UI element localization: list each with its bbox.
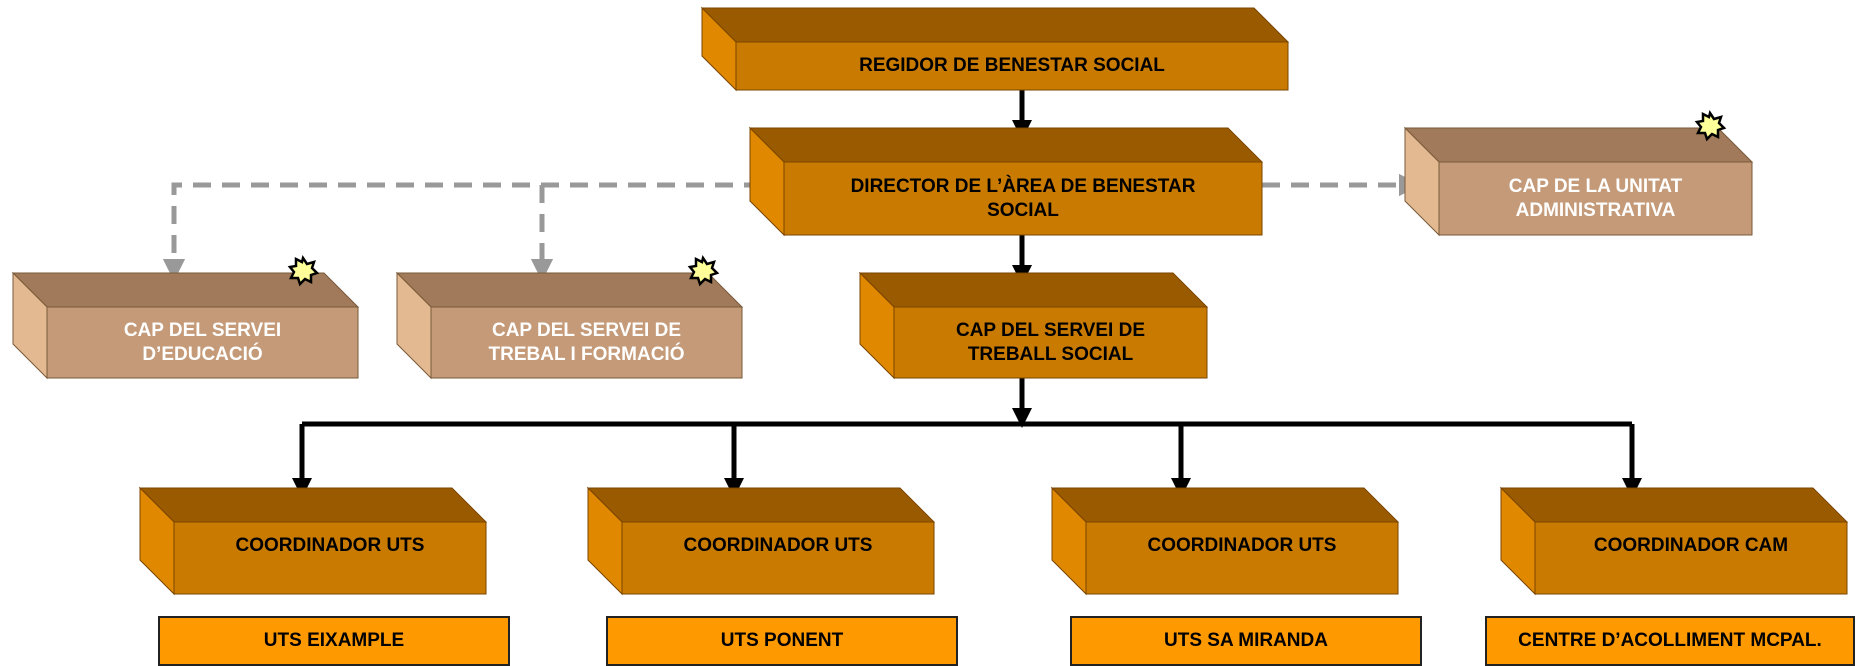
- connectors: [162, 90, 1642, 498]
- label-cap-treball-formacio: CAP DEL SERVEI DE TREBAL I FORMACIÓ: [431, 307, 742, 378]
- label-cap-educacio-line2: D’EDUCACIÓ: [142, 343, 263, 365]
- label-director-line2: SOCIAL: [987, 199, 1059, 221]
- unit-box-centre-acolliment: CENTRE D’ACOLLIMENT MCPAL.: [1485, 616, 1855, 666]
- dashed-connector-left: [162, 182, 762, 282]
- box-cap-unitat: [1403, 126, 1754, 237]
- box-coord-2: [586, 486, 936, 596]
- unit-box-uts-sa-miranda: UTS SA MIRANDA: [1070, 616, 1422, 666]
- label-cap-unitat: CAP DE LA UNITAT ADMINISTRATIVA: [1439, 162, 1752, 235]
- label-coord-1: COORDINADOR UTS: [235, 535, 425, 556]
- box-director: [748, 126, 1264, 237]
- label-cap-unitat-line1: CAP DE LA UNITAT: [1508, 175, 1683, 197]
- label-cap-treball-social-line1: CAP DEL SERVEI DE: [955, 319, 1145, 341]
- label-cap-unitat-line2: ADMINISTRATIVA: [1515, 199, 1676, 221]
- box-coord-3: [1050, 486, 1400, 596]
- unit-box-uts-eixample: UTS EIXAMPLE: [158, 616, 510, 666]
- box-coord-4: [1499, 486, 1849, 596]
- label-cap-treball-formacio-line2: TREBAL I FORMACIÓ: [488, 343, 685, 365]
- box-cap-treball-formacio: [395, 271, 744, 380]
- box-coord-1: [138, 486, 488, 596]
- label-cap-treball-social: CAP DEL SERVEI DE TREBALL SOCIAL: [894, 307, 1207, 378]
- box-cap-treball-social: [858, 271, 1209, 380]
- star-icon-cap-treball-formacio: [687, 254, 720, 287]
- star-icon-cap-unitat: [1694, 109, 1727, 142]
- unit-box-uts-ponent: UTS PONENT: [606, 616, 958, 666]
- star-icon-cap-educacio: [287, 254, 320, 287]
- label-cap-educacio-line1: CAP DEL SERVEI: [123, 319, 282, 341]
- label-director-line1: DIRECTOR DE L’ÀREA DE BENESTAR: [850, 175, 1196, 197]
- box-regidor: [700, 6, 1290, 92]
- label-cap-treball-formacio-line1: CAP DEL SERVEI DE: [491, 319, 681, 341]
- label-coord-4: COORDINADOR CAM: [1593, 535, 1789, 556]
- label-regidor: REGIDOR DE BENESTAR SOCIAL: [859, 55, 1165, 76]
- label-coord-3: COORDINADOR UTS: [1147, 535, 1337, 556]
- label-coord-2: COORDINADOR UTS: [683, 535, 873, 556]
- label-cap-educacio: CAP DEL SERVEI D’EDUCACIÓ: [47, 307, 358, 378]
- label-cap-treball-social-line2: TREBALL SOCIAL: [967, 343, 1134, 365]
- box-cap-educacio: [11, 271, 360, 380]
- label-director: DIRECTOR DE L’ÀREA DE BENESTAR SOCIAL: [784, 162, 1262, 235]
